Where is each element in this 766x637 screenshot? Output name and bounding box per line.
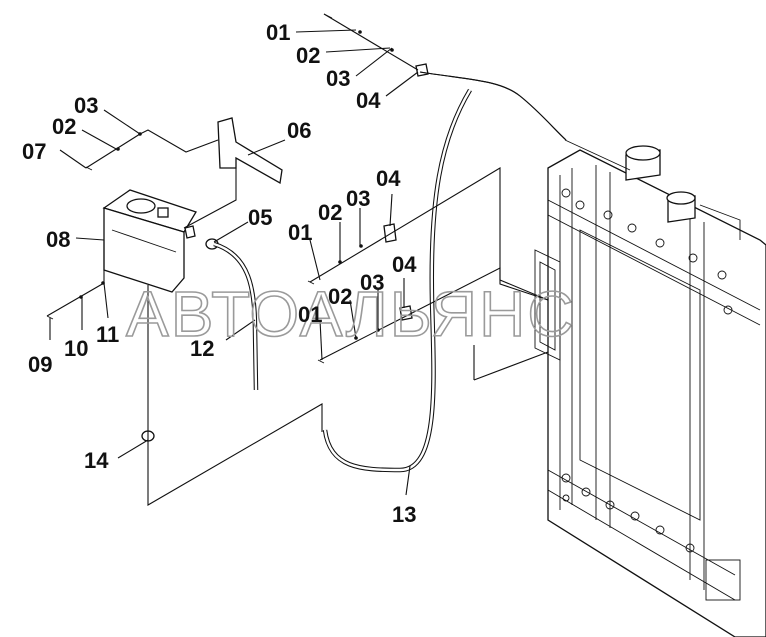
callout-label: 02 <box>52 114 76 139</box>
callout-label: 02 <box>318 200 342 225</box>
callout-label: 01 <box>266 20 290 45</box>
callout-labels: 01 02 03 04 03 02 07 06 08 05 01 02 03 0… <box>22 20 417 527</box>
hoses <box>213 71 567 473</box>
callout-label: 03 <box>74 93 98 118</box>
callout-label: 13 <box>392 502 416 527</box>
callout-label: 11 <box>96 322 119 347</box>
callout-label: 06 <box>287 118 311 143</box>
callout-label: 09 <box>28 352 52 377</box>
callout-label: 04 <box>356 88 381 113</box>
watermark: АВТОАЛЬЯНС <box>126 278 576 350</box>
callout-label: 12 <box>190 336 214 361</box>
callout-label: 03 <box>346 186 370 211</box>
callout-label: 05 <box>248 205 272 230</box>
callout-label: 10 <box>64 336 88 361</box>
callout-label: 08 <box>46 227 70 252</box>
radiator-assembly <box>534 139 766 637</box>
leader-lines <box>46 13 549 506</box>
callout-label: 03 <box>326 66 350 91</box>
callout-label: 03 <box>360 270 384 295</box>
tank-bracket <box>217 117 283 185</box>
callout-label: 14 <box>84 448 109 473</box>
callout-label: 04 <box>392 252 417 277</box>
callout-label: 02 <box>296 43 320 68</box>
callout-label: 07 <box>22 139 46 164</box>
expansion-tank <box>102 189 197 293</box>
callout-label: 01 <box>298 302 322 327</box>
callout-label: 04 <box>376 166 401 191</box>
callout-label: 01 <box>288 220 312 245</box>
callout-label: 02 <box>328 284 352 309</box>
